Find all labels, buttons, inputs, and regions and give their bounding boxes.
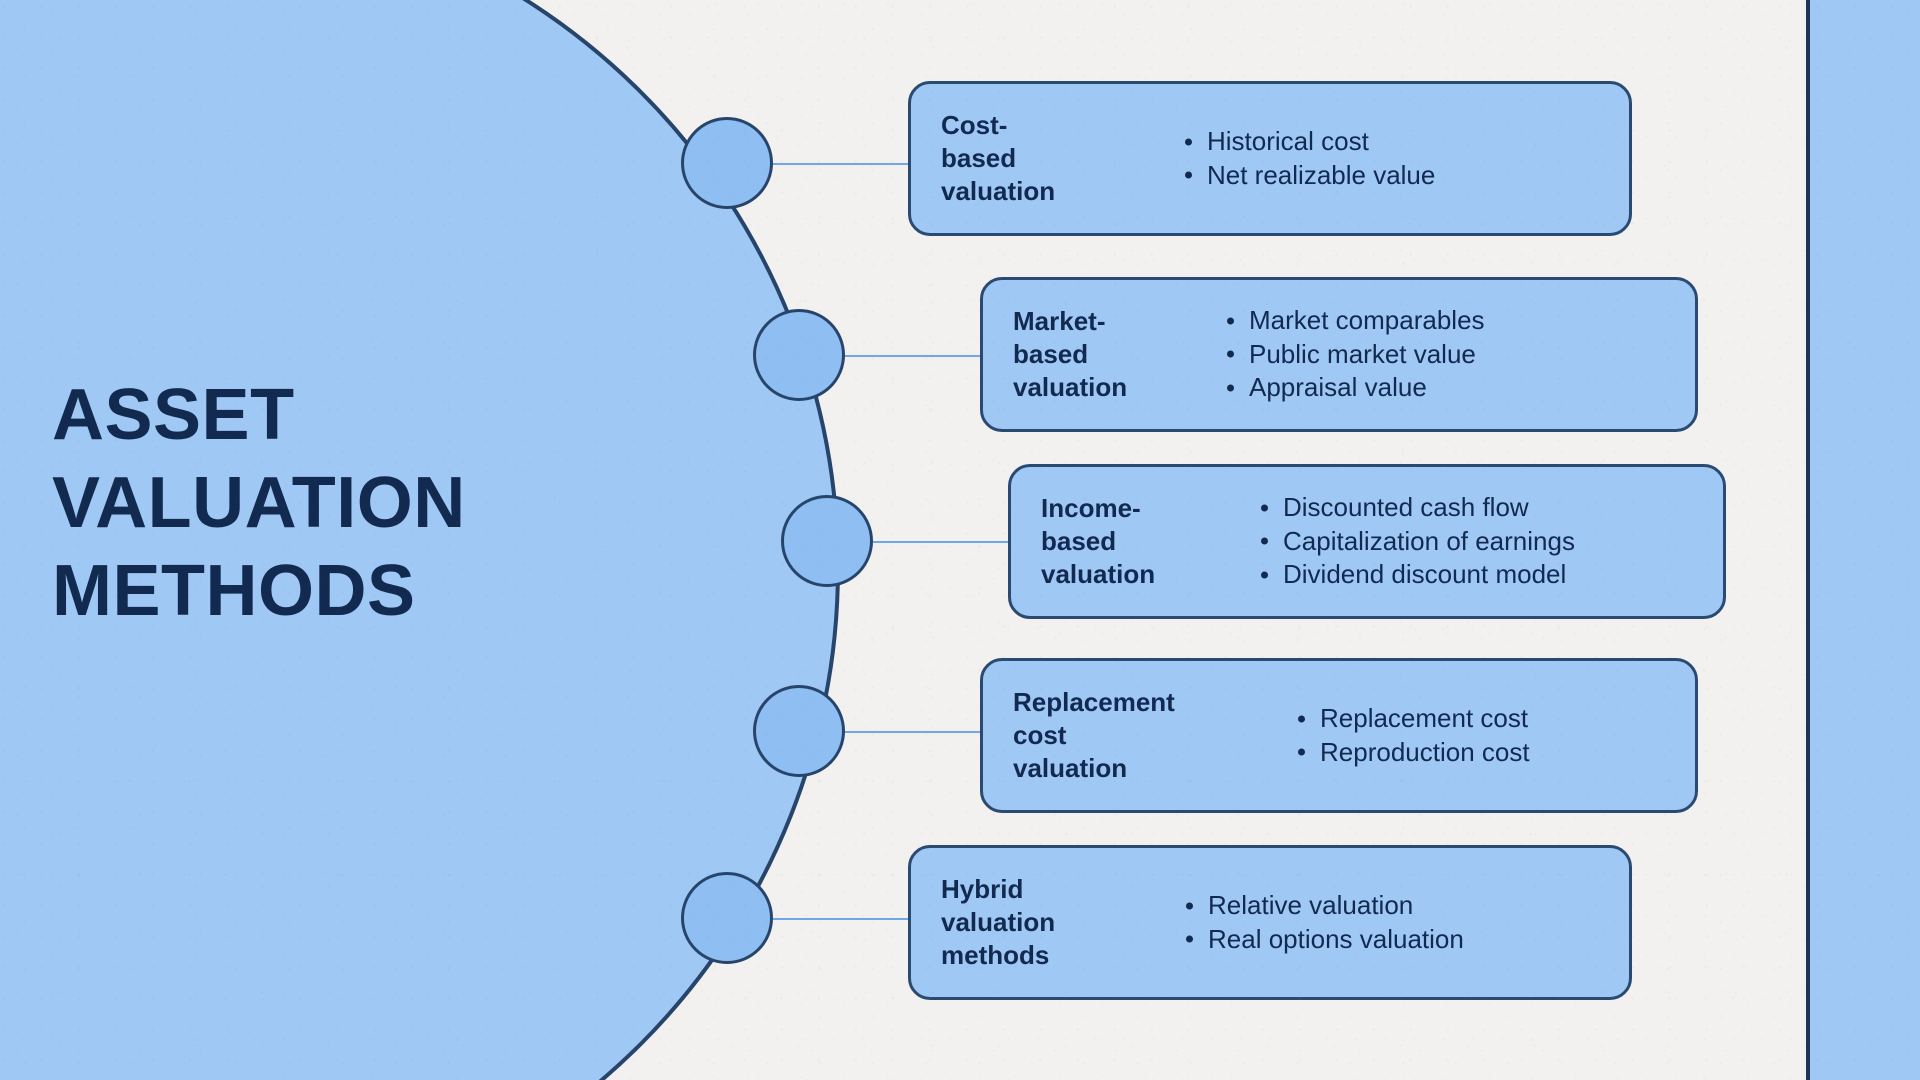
list-item: Real options valuation — [1182, 923, 1607, 957]
list-item: Relative valuation — [1182, 889, 1607, 923]
card-label-line: based — [941, 142, 1017, 173]
method-card-income-based[interactable]: Income- based valuation Discounted cash … — [1008, 464, 1726, 619]
card-label-line: Cost- — [941, 109, 1008, 140]
card-bullet-list: Relative valuation Real options valuatio… — [1126, 889, 1607, 957]
title-line-3: METHODS — [52, 550, 416, 631]
list-item: Capitalization of earnings — [1257, 525, 1701, 559]
card-label-line: cost — [1013, 719, 1067, 750]
method-card-replacement-cost[interactable]: Replacement cost valuation Replacement c… — [980, 658, 1698, 813]
method-card-market-based[interactable]: Market- based valuation Market comparabl… — [980, 277, 1698, 432]
card-label-line: valuation — [941, 176, 1056, 207]
list-item: Historical cost — [1181, 125, 1607, 159]
page-title: ASSET VALUATION METHODS — [52, 372, 652, 635]
method-card-cost-based[interactable]: Cost- based valuation Historical cost Ne… — [908, 81, 1632, 236]
node-circle-3[interactable] — [781, 495, 873, 587]
list-item: Appraisal value — [1223, 371, 1673, 405]
card-label-line: valuation — [941, 906, 1056, 937]
list-item: Replacement cost — [1294, 702, 1673, 736]
title-line-1: ASSET — [52, 375, 295, 455]
list-item: Discounted cash flow — [1257, 491, 1701, 525]
connector-line-3 — [873, 541, 1013, 543]
card-bullet-list: Market comparables Public market value A… — [1173, 304, 1673, 405]
connector-line-5 — [773, 918, 913, 920]
node-circle-1[interactable] — [681, 117, 773, 209]
card-label-line: Income- — [1041, 492, 1141, 523]
card-label-line: valuation — [1013, 372, 1128, 403]
card-label: Replacement cost valuation — [1013, 686, 1258, 786]
card-label-line: Market- — [1013, 305, 1106, 336]
node-circle-2[interactable] — [753, 309, 845, 401]
connector-line-1 — [773, 163, 913, 165]
card-label: Cost- based valuation — [941, 109, 1101, 209]
right-edge-accent-strip — [1806, 0, 1920, 1080]
node-circle-5[interactable] — [681, 872, 773, 964]
card-bullet-list: Discounted cash flow Capitalization of e… — [1221, 491, 1701, 592]
card-label-line: based — [1013, 338, 1089, 369]
list-item: Public market value — [1223, 338, 1673, 372]
node-circle-4[interactable] — [753, 685, 845, 777]
card-label-line: valuation — [1041, 559, 1156, 590]
list-item: Dividend discount model — [1257, 558, 1701, 592]
list-item: Market comparables — [1223, 304, 1673, 338]
connector-line-4 — [845, 731, 985, 733]
connector-line-2 — [845, 355, 985, 357]
card-label-line: based — [1041, 525, 1117, 556]
card-label-line: Hybrid — [941, 873, 1024, 904]
list-item: Net realizable value — [1181, 159, 1607, 193]
card-label-line: Replacement — [1013, 686, 1175, 717]
card-label-line: valuation — [1013, 753, 1128, 784]
card-label-line: methods — [941, 940, 1050, 971]
method-card-hybrid[interactable]: Hybrid valuation methods Relative valuat… — [908, 845, 1632, 1000]
list-item: Reproduction cost — [1294, 736, 1673, 770]
card-bullet-list: Replacement cost Reproduction cost — [1258, 702, 1673, 770]
card-bullet-list: Historical cost Net realizable value — [1101, 125, 1607, 193]
title-line-2: VALUATION — [52, 462, 466, 543]
card-label: Income- based valuation — [1041, 492, 1221, 592]
card-label: Market- based valuation — [1013, 305, 1173, 405]
card-label: Hybrid valuation methods — [941, 873, 1126, 973]
